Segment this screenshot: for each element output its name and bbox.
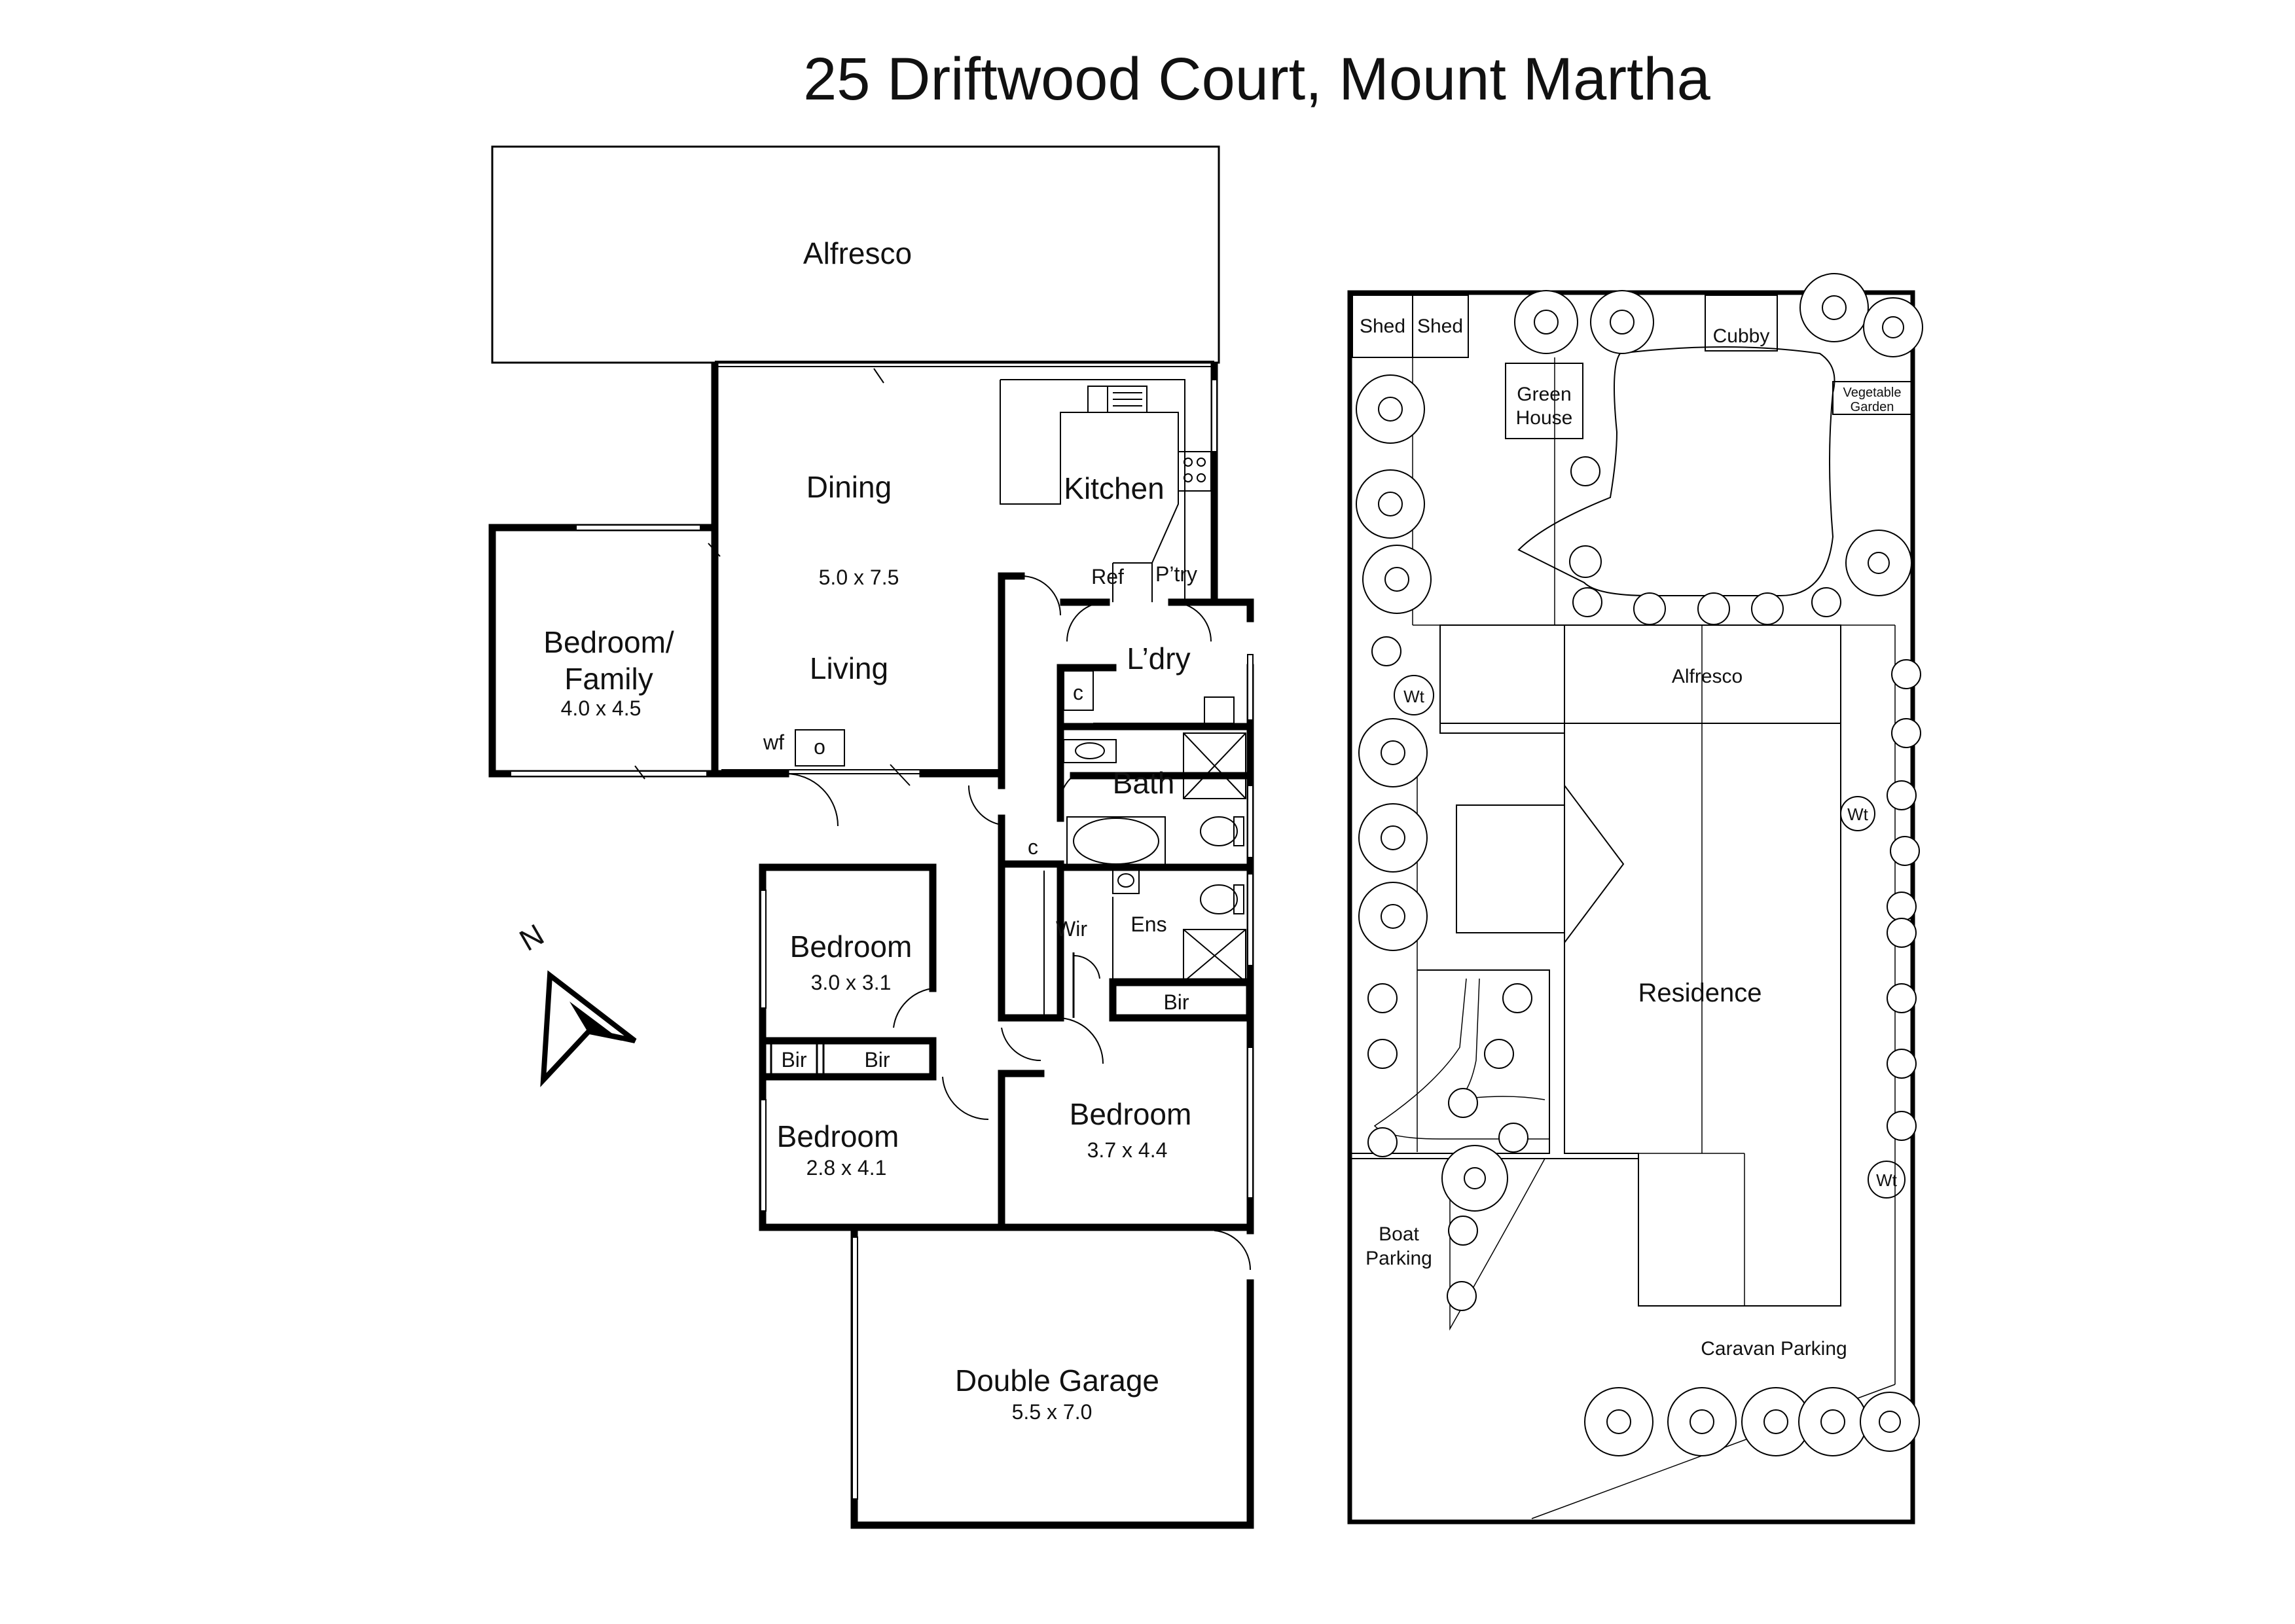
label-bath: Bath <box>1113 766 1175 800</box>
site-plan: Shed Shed Green House Cubby Vegetable Ga… <box>1347 273 1923 1525</box>
label-kitchen: Kitchen <box>1064 471 1164 505</box>
svg-text:o: o <box>814 735 825 759</box>
label-vegetable-garden-2: Garden <box>1851 400 1894 414</box>
laundry-fittings <box>1063 670 1235 724</box>
label-bedroom-family-1: Bedroom/ <box>543 625 674 659</box>
wood-fire-box <box>795 729 845 767</box>
label-bedroom-2-dim: 3.0 x 3.1 <box>811 971 892 994</box>
residence-footprint <box>1352 723 1841 1331</box>
water-tank-1-icon <box>1394 675 1434 715</box>
label-boat-parking-1: Boat <box>1379 1223 1419 1245</box>
site-alfresco-left <box>1439 624 1565 724</box>
label-bir-3: Bir <box>1163 990 1189 1014</box>
water-tank-3-icon <box>1868 1161 1906 1199</box>
label-cupboard-2: c <box>1028 835 1038 859</box>
north-arrow: N <box>514 917 637 1087</box>
label-ref: Ref <box>1091 565 1124 588</box>
cubby-box <box>1705 295 1778 352</box>
label-green-house-1: Green <box>1517 384 1571 405</box>
label-living: Living <box>810 651 888 685</box>
label-boat-parking-2: Parking <box>1365 1248 1432 1269</box>
label-shed-2: Shed <box>1417 316 1463 337</box>
door-swings <box>634 368 1252 1271</box>
label-bedroom-3-dim: 2.8 x 4.1 <box>806 1156 887 1180</box>
label-water-tank-1: Wt <box>1403 687 1425 706</box>
label-caravan-parking: Caravan Parking <box>1701 1338 1847 1360</box>
label-cubby: Cubby <box>1713 325 1770 347</box>
bathroom-fittings <box>1063 732 1246 866</box>
label-site-alfresco: Alfresco <box>1672 666 1743 687</box>
label-cupboard-1: c <box>1073 681 1083 704</box>
label-bedroom-main: Bedroom <box>1070 1097 1192 1131</box>
label-residence: Residence <box>1638 979 1762 1007</box>
label-bedroom-family-2: Family <box>564 662 653 696</box>
water-tank-2-icon <box>1840 796 1875 831</box>
label-laundry: L’dry <box>1127 641 1190 676</box>
compass-label: N <box>514 917 550 958</box>
site-alfresco-box <box>1564 624 1841 724</box>
label-green-house-2: House <box>1516 407 1573 429</box>
label-bedroom-2: Bedroom <box>790 929 913 964</box>
green-house-box <box>1505 363 1583 439</box>
label-garage: Double Garage <box>955 1363 1159 1398</box>
label-vegetable-garden-1: Vegetable <box>1843 386 1902 400</box>
ensuite-fittings <box>1043 867 1246 1015</box>
label-wir: Wir <box>1056 917 1087 941</box>
label-bir-1: Bir <box>781 1048 806 1072</box>
windows <box>510 361 1254 1500</box>
label-dining: Dining <box>806 470 892 504</box>
bir-box-3 <box>1111 984 1248 1019</box>
label-dining-living-dim: 5.0 x 7.5 <box>819 566 899 589</box>
label-wood-fire: wf <box>763 731 784 754</box>
bir-box-1 <box>770 1039 818 1078</box>
label-bedroom-main-dim: 3.7 x 4.4 <box>1087 1138 1168 1162</box>
label-water-tank-3: Wt <box>1876 1170 1898 1190</box>
alfresco-area <box>491 145 1220 364</box>
label-garage-dim: 5.5 x 7.0 <box>1012 1400 1093 1424</box>
page-title: 25 Driftwood Court, Mount Martha <box>803 46 1711 113</box>
shed-2-box <box>1412 295 1469 358</box>
label-bedroom-family-dim: 4.0 x 4.5 <box>561 696 642 720</box>
house-floor-plan: o <box>488 145 1254 1529</box>
label-bir-2: Bir <box>864 1048 890 1072</box>
label-bedroom-3: Bedroom <box>777 1119 899 1153</box>
label-pantry: P’try <box>1155 562 1197 586</box>
label-alfresco: Alfresco <box>803 236 912 270</box>
kitchen-fittings <box>1000 379 1212 602</box>
garden-path <box>1517 346 1835 596</box>
label-water-tank-2: Wt <box>1847 804 1869 824</box>
site-shrubs <box>1367 456 1921 1311</box>
label-shed-1: Shed <box>1360 316 1405 337</box>
label-ensuite: Ens <box>1130 912 1166 936</box>
site-trees <box>1356 273 1923 1456</box>
